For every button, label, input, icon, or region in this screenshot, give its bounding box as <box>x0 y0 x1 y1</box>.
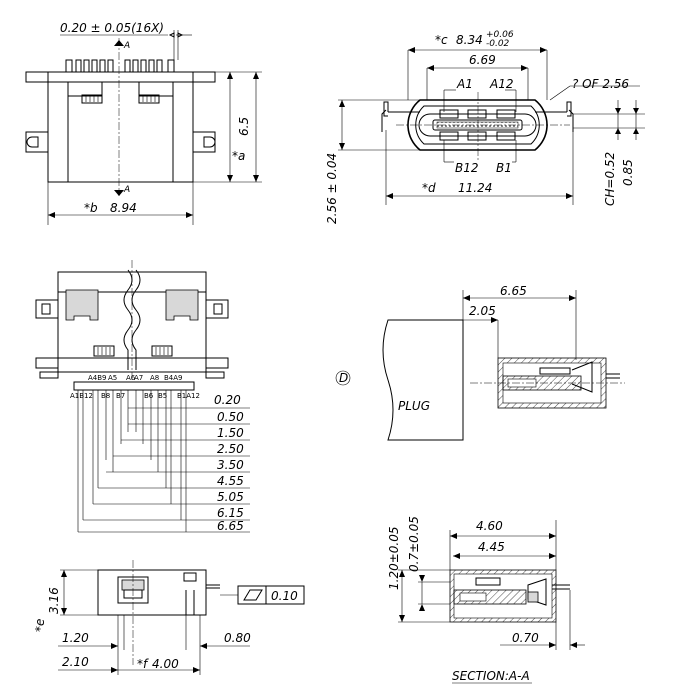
pin-label-b5: B5 <box>158 392 167 400</box>
pin-b12-label: B12 <box>455 161 479 175</box>
pin-label-a5: A5 <box>108 374 117 382</box>
section-height-b: 0.7±0.05 <box>407 516 421 572</box>
f-label: *f <box>137 657 149 671</box>
c-label: *c <box>435 33 448 47</box>
c-tol-minus: -0.02 <box>486 39 510 49</box>
radius-note: ? OF 2.56 <box>572 77 629 91</box>
f-value: 4.00 <box>152 657 179 671</box>
plug-depth: 6.65 <box>500 284 527 298</box>
top-width-dimension: 8.94 <box>110 201 137 215</box>
pin-label-a8: A8 <box>150 374 159 382</box>
fp-dim-4: 3.50 <box>217 458 244 472</box>
front-view: *c 8.34 +0.06 -0.02 6.69 A1 A12 ? OF 2.5… <box>325 30 645 224</box>
fp-dim-7: 6.15 <box>217 506 244 520</box>
total-width: 11.24 <box>458 181 492 195</box>
bottom-left-dim: 2.10 <box>62 655 89 669</box>
pin-label-a4b9: A4B9 <box>88 374 107 382</box>
pitch-dimension: 0.20 ± 0.05(16X) <box>60 21 164 35</box>
front-height: 2.56 ± 0.04 <box>325 153 339 224</box>
pin-label-b4a9: B4A9 <box>164 374 183 382</box>
fp-dim-2: 1.50 <box>217 426 244 440</box>
plug-view: D 6.65 2.05 PLUG <box>335 284 625 441</box>
thickness-dim: 0.85 <box>621 159 635 186</box>
plug-label: PLUG <box>398 399 430 413</box>
top-view: 0.20 ± 0.05(16X) A A <box>25 21 262 225</box>
pin-leads <box>77 390 187 532</box>
footprint-view: A4B9 A5 A6 A7 A8 B4A9 A1B12 B8 B7 B6 B5 … <box>35 260 250 533</box>
a-label: *a <box>232 149 245 163</box>
fp-dim-1: 0.50 <box>217 410 244 424</box>
pin-label-a6: A6 <box>126 374 136 382</box>
pin-a1-label: A1 <box>456 77 473 91</box>
d-label: *d <box>422 181 436 195</box>
flatness-value: 0.10 <box>271 589 298 603</box>
top-pins <box>65 59 175 73</box>
section-height-a: 1.20±0.05 <box>387 527 401 591</box>
pin-label-b1a12: B1A12 <box>177 392 200 400</box>
fp-dim-0: 0.20 <box>214 393 241 407</box>
pin-b1-label: B1 <box>496 161 512 175</box>
inner-width: 6.69 <box>469 53 496 67</box>
pin-label-b8: B8 <box>101 392 110 400</box>
b-label: *b <box>84 201 98 215</box>
section-bottom-dim: 0.70 <box>512 631 539 645</box>
c-value: 8.34 <box>456 33 483 47</box>
section-title: SECTION:A-A <box>452 669 530 683</box>
fp-dim-3: 2.50 <box>217 442 244 456</box>
fp-dim-5: 4.55 <box>217 474 244 488</box>
left-dim: 1.20 <box>62 631 89 645</box>
plug-offset: 2.05 <box>469 304 496 318</box>
chamfer-dim: CH=0.52 <box>603 152 617 206</box>
top-height-dimension: 6.5 <box>237 117 251 136</box>
right-dim: 0.80 <box>224 631 251 645</box>
pin-label-a7: A7 <box>134 374 143 382</box>
section-mark-bottom: A <box>123 185 130 195</box>
pin-label-a1b12: A1B12 <box>70 392 93 400</box>
fp-dim-8: 6.65 <box>217 519 244 533</box>
section-width-a: 4.60 <box>476 519 503 533</box>
pin-label-b6: B6 <box>144 392 154 400</box>
section-mark-top: A <box>123 41 130 51</box>
e-label: *e <box>33 619 47 632</box>
c-tol-plus: +0.06 <box>486 30 514 40</box>
fp-dim-6: 5.05 <box>217 490 244 504</box>
e-value: 3.16 <box>47 587 61 614</box>
footprint-dim-lines <box>78 407 250 533</box>
side-view: *e 3.16 0.10 1.20 0.80 2.10 *f 4.00 <box>33 560 305 675</box>
section-view: 4.60 4.45 1.20±0.05 0.7±0.05 0.70 <box>387 516 585 684</box>
pin-label-b7: B7 <box>116 392 125 400</box>
section-width-b: 4.45 <box>478 540 505 554</box>
pin-a12-label: A12 <box>489 77 513 91</box>
plug-marker: D <box>339 371 348 385</box>
